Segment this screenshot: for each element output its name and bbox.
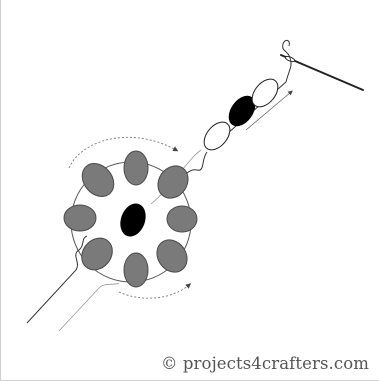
needle-icon [280, 54, 364, 91]
outer-guide-arc-top [68, 136, 179, 169]
grey-bead [63, 204, 97, 232]
grey-bead [81, 163, 115, 197]
thread-tail [26, 235, 88, 324]
thread-direction-arrow [245, 90, 293, 131]
grey-bead [123, 252, 149, 288]
grey-bead [166, 205, 198, 233]
petal-beads [63, 150, 198, 288]
clear-bead [203, 121, 231, 151]
strand-black-bead [228, 95, 256, 127]
center-black-bead [120, 203, 146, 237]
grey-bead [156, 239, 188, 273]
thread-tail-parallel [58, 282, 120, 332]
watermark: © projects4crafters.com [160, 354, 369, 373]
grey-bead [123, 150, 149, 186]
thread-curl [282, 39, 292, 83]
grey-bead [157, 165, 189, 199]
grey-bead [81, 237, 113, 271]
outer-guide-arc-bottom [118, 283, 192, 299]
clear-bead [251, 78, 279, 108]
